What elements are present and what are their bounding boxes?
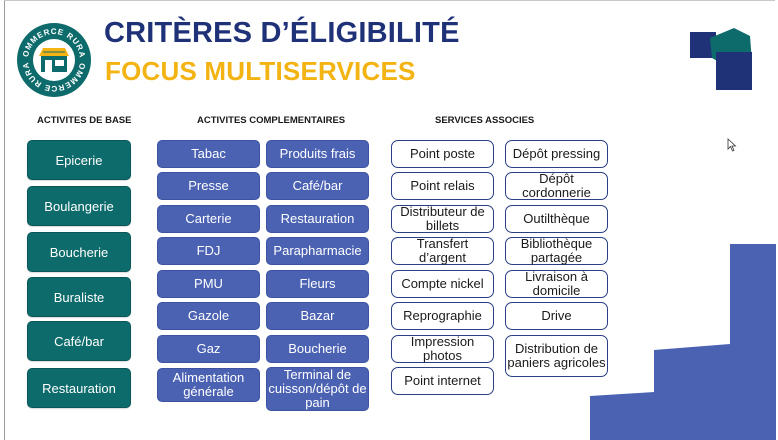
top-rule [4, 0, 775, 1]
comp-item-bazar[interactable]: Bazar [266, 302, 369, 330]
service-livraison-domicile[interactable]: Livraison à domicile [505, 270, 608, 298]
base-item-cafe-bar[interactable]: Café/bar [27, 321, 131, 361]
heading-activites-complementaires: ACTIVITES COMPLEMENTAIRES [197, 115, 346, 126]
service-point-relais[interactable]: Point relais [391, 172, 494, 200]
comp-item-presse[interactable]: Presse [157, 172, 260, 200]
base-item-buraliste[interactable]: Buraliste [27, 277, 131, 317]
service-outiltheque[interactable]: Outilthèque [505, 205, 608, 233]
base-item-boucherie[interactable]: Boucherie [27, 232, 131, 272]
service-compte-nickel[interactable]: Compte nickel [391, 270, 494, 298]
commerce-rural-logo: COMMERCE RURAL COMMERCE RURAL [16, 22, 91, 97]
corner-brand-mark [690, 28, 752, 90]
comp-item-cafe-bar[interactable]: Café/bar [266, 172, 369, 200]
comp-item-terminal-cuisson[interactable]: Terminal de cuisson/dépôt de pain [266, 367, 369, 411]
decorative-shape [590, 244, 776, 440]
service-point-internet[interactable]: Point internet [391, 367, 494, 395]
comp-item-alimentation-generale[interactable]: Alimentation générale [157, 368, 260, 402]
heading-services-associes: SERVICES ASSOCIES [435, 115, 535, 126]
comp-item-produits-frais[interactable]: Produits frais [266, 140, 369, 168]
service-bibliotheque-partagee[interactable]: Bibliothèque partagée [505, 237, 608, 265]
slide-frame [4, 0, 775, 440]
heading-activites-base: ACTIVITES DE BASE [37, 115, 132, 126]
comp-item-fdj[interactable]: FDJ [157, 237, 260, 265]
service-impression-photos[interactable]: Impression photos [391, 335, 494, 363]
comp-item-carterie[interactable]: Carterie [157, 205, 260, 233]
service-distribution-paniers[interactable]: Distribution de paniers agricoles [505, 335, 608, 377]
service-distributeur-billets[interactable]: Distributeur de billets [391, 205, 494, 233]
base-item-boulangerie[interactable]: Boulangerie [27, 186, 131, 226]
page-subtitle: FOCUS MULTISERVICES [105, 56, 416, 86]
comp-item-parapharmacie[interactable]: Parapharmacie [266, 237, 369, 265]
service-drive[interactable]: Drive [505, 302, 608, 330]
comp-item-boucherie[interactable]: Boucherie [266, 335, 369, 363]
service-depot-cordonnerie[interactable]: Dépôt cordonnerie [505, 172, 608, 200]
comp-item-tabac[interactable]: Tabac [157, 140, 260, 168]
base-item-epicerie[interactable]: Epicerie [27, 140, 131, 180]
page-title: CRITÈRES D’ÉLIGIBILITÉ [104, 17, 460, 49]
service-reprographie[interactable]: Reprographie [391, 302, 494, 330]
base-item-restauration[interactable]: Restauration [27, 368, 131, 408]
mouse-cursor-icon [727, 138, 737, 152]
comp-item-restauration[interactable]: Restauration [266, 205, 369, 233]
comp-item-pmu[interactable]: PMU [157, 270, 260, 298]
service-transfert-argent[interactable]: Transfert d’argent [391, 237, 494, 265]
comp-item-gaz[interactable]: Gaz [157, 335, 260, 363]
service-depot-pressing[interactable]: Dépôt pressing [505, 140, 608, 168]
service-point-poste[interactable]: Point poste [391, 140, 494, 168]
comp-item-fleurs[interactable]: Fleurs [266, 270, 369, 298]
comp-item-gazole[interactable]: Gazole [157, 302, 260, 330]
